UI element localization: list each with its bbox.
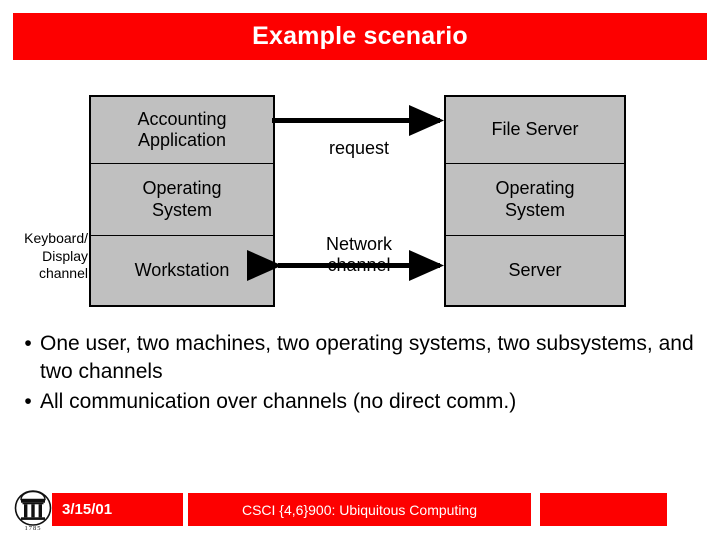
list-item: • All communication over channels (no di…	[16, 388, 716, 416]
footer-course-text: CSCI {4,6}900: Ubiquitous Computing	[241, 501, 478, 518]
footer-blank-block	[540, 493, 667, 526]
bullet-marker-icon: •	[24, 389, 32, 413]
workstation-base-label: Workstation	[134, 259, 230, 280]
slide-footer: 1785 3/15/01 CSCI {4,6}900: Ubiquitous C…	[0, 489, 720, 533]
logo-year-text: 1785	[25, 525, 42, 532]
bullet-text: All communication over channels (no dire…	[40, 389, 517, 413]
file-server-label: File Server	[491, 119, 579, 140]
server-base-cell: Server	[446, 235, 624, 305]
bullet-text: One user, two machines, two operating sy…	[40, 332, 694, 383]
footer-date-block: 3/15/01	[52, 493, 183, 526]
page-title: Example scenario	[252, 22, 468, 50]
bullet-marker-icon: •	[24, 332, 32, 355]
uga-arch-logo-icon: 1785	[14, 490, 52, 532]
footer-date-text: 3/15/01	[62, 501, 113, 518]
bullet-list: • One user, two machines, two operating …	[16, 330, 716, 418]
request-label: request	[328, 138, 390, 158]
slide-title-banner: Example scenario	[13, 13, 707, 60]
workstation-base-cell: Workstation	[91, 235, 273, 305]
server-base-label: Server	[508, 259, 562, 280]
list-item: • One user, two machines, two operating …	[16, 330, 716, 386]
file-server-cell: File Server	[446, 97, 624, 163]
footer-course-block: CSCI {4,6}900: Ubiquitous Computing	[188, 493, 531, 526]
